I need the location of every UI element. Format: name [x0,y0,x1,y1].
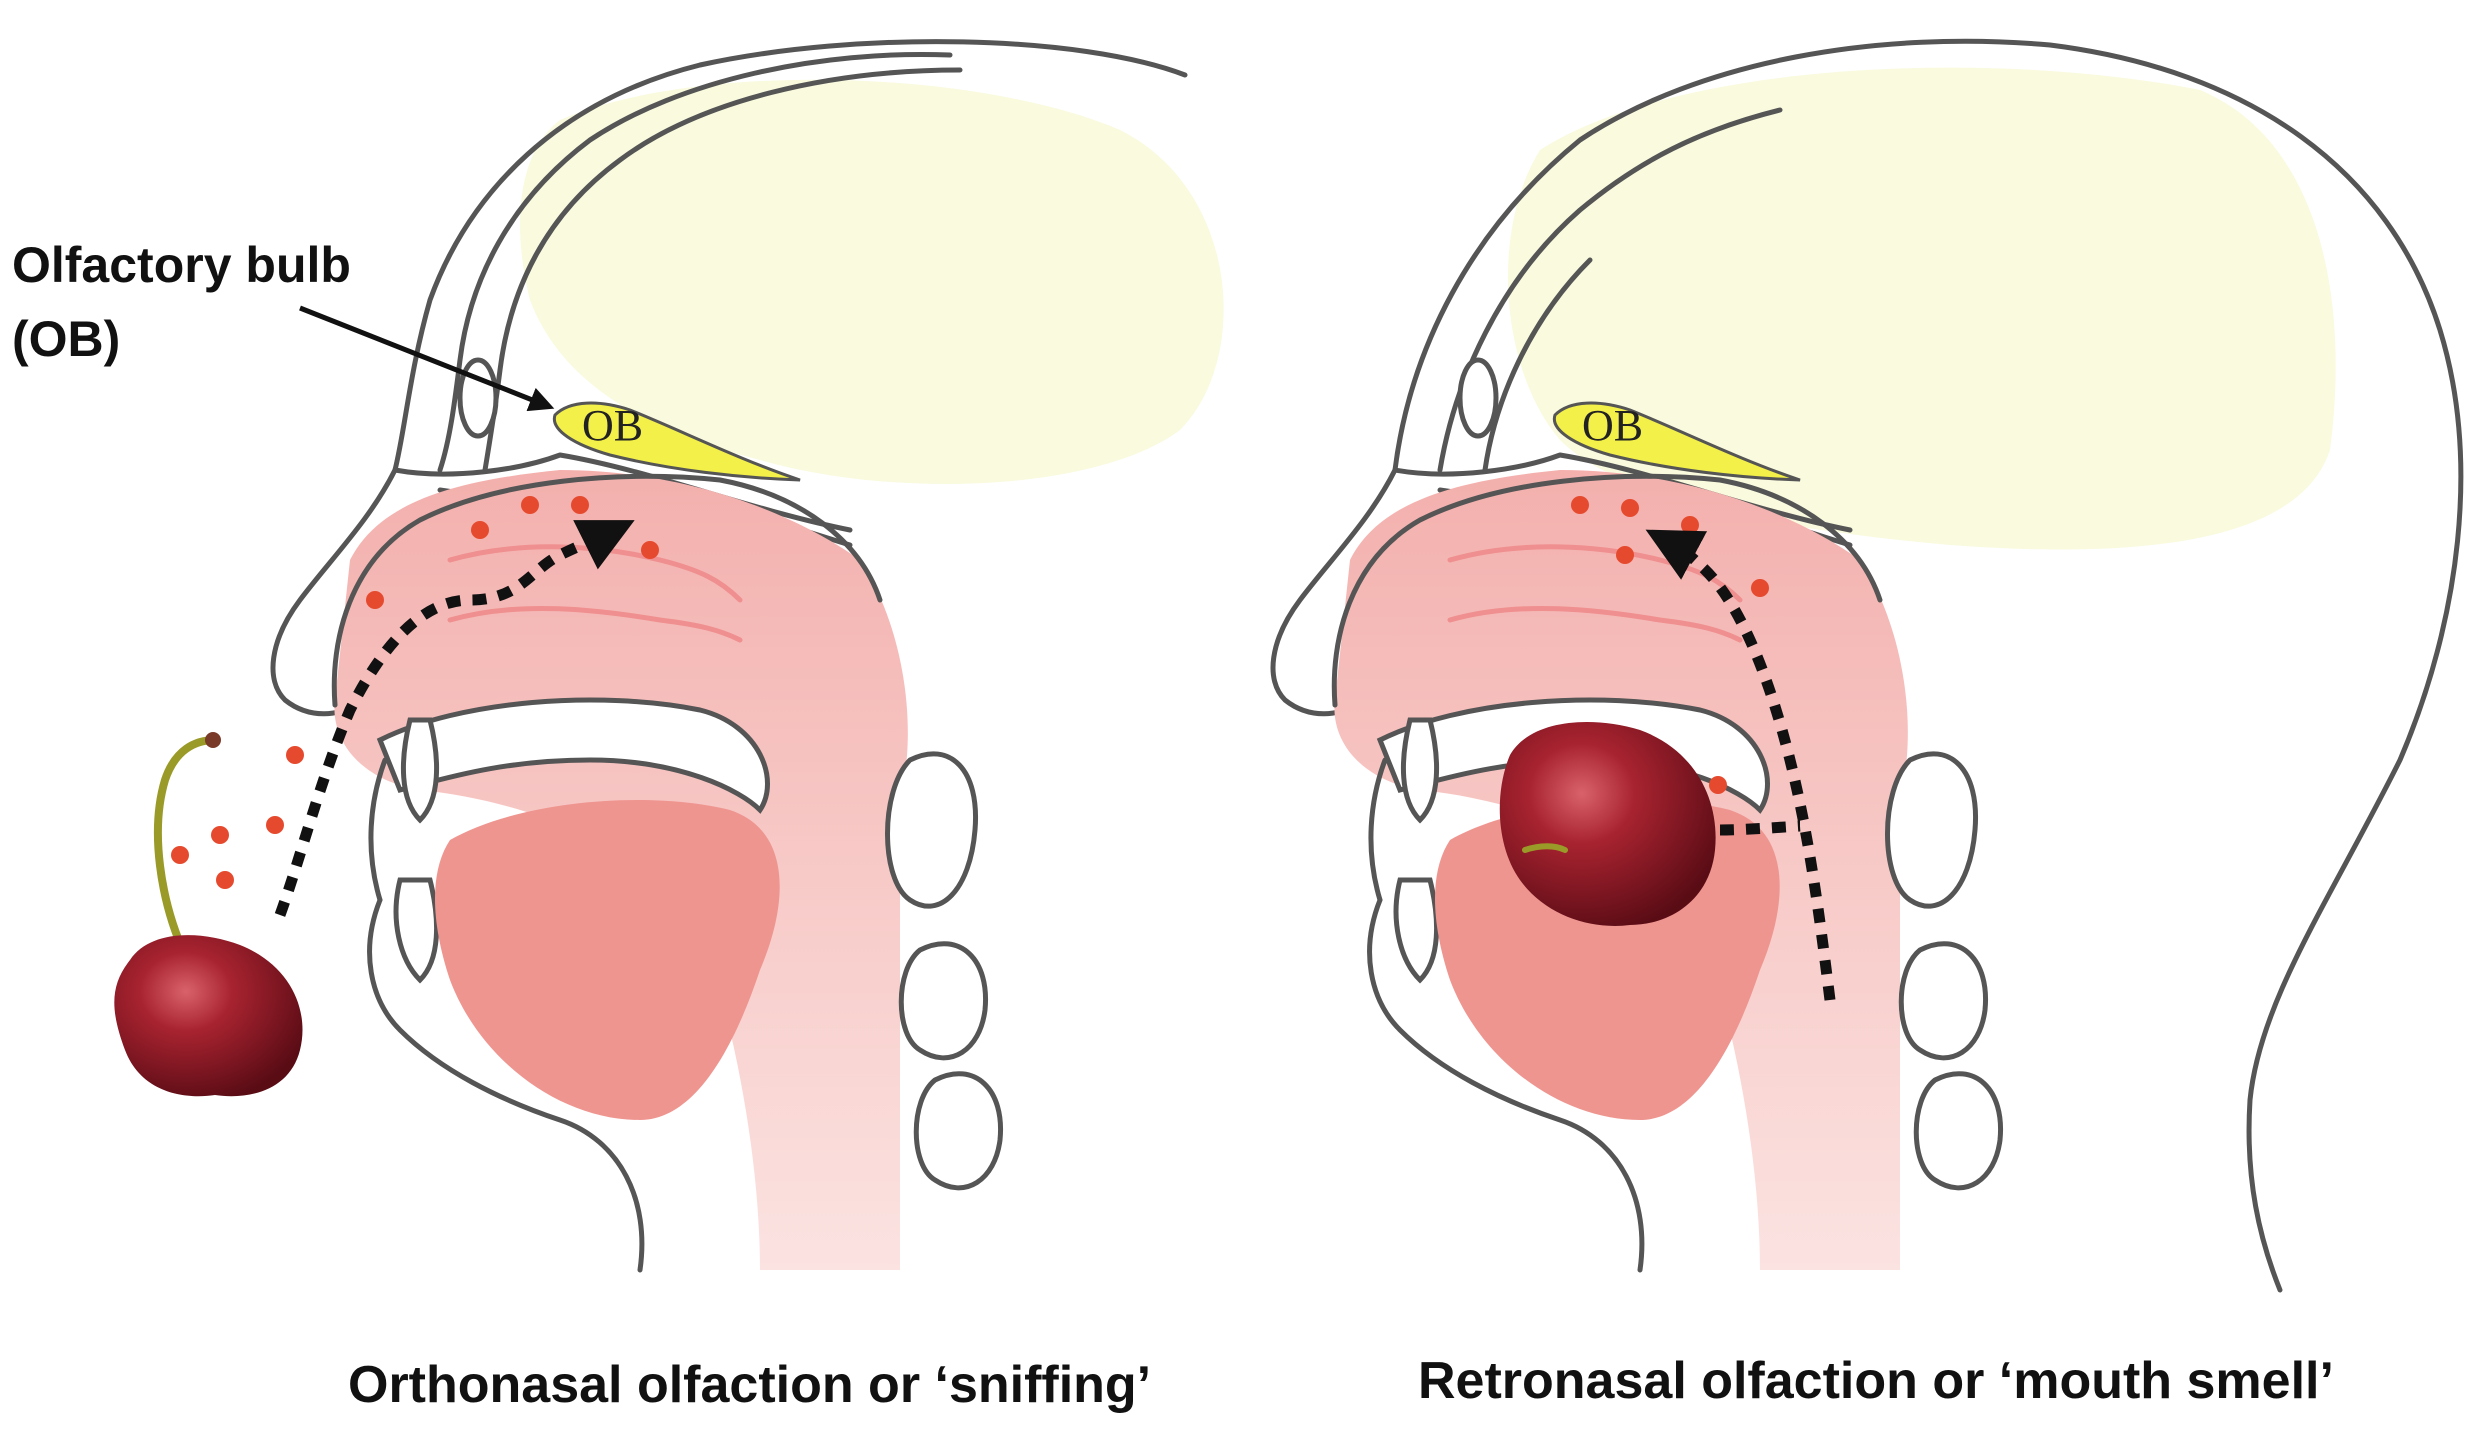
right-head: OB [1273,41,2461,1290]
lower-teeth-right [1396,880,1436,980]
tongue-left [435,800,780,1120]
ob-label-right: OB [1582,401,1643,450]
caption-orthonasal: Orthonasal olfaction or ‘sniffing’ [348,1356,1151,1414]
chin-right [1371,760,1385,900]
caption-retronasal: Retronasal olfaction or ‘mouth smell’ [1418,1352,2334,1410]
chin-left [371,760,385,900]
cherry-left [114,732,302,1096]
upper-teeth-right [1403,720,1436,820]
frontal-sinus-right [1460,360,1496,436]
ob-label-left: OB [582,401,643,450]
lower-teeth-left [396,880,436,980]
vertebra-1-right [1888,754,1976,906]
olfactory-bulb-label-line1: Olfactory bulb [12,237,351,293]
odor-dots-cherry-left [171,746,304,889]
upper-teeth-left [403,720,436,820]
vertebra-1-left [888,754,976,906]
vertebra-2-left [901,944,985,1058]
vertebra-3-left [916,1074,1000,1188]
vertebra-3-right [1916,1074,2000,1188]
left-head: OB [114,42,1223,1270]
olfactory-bulb-label-line2: (OB) [12,311,120,367]
cherry-stem-left [158,740,215,955]
vertebra-2-right [1901,944,1985,1058]
